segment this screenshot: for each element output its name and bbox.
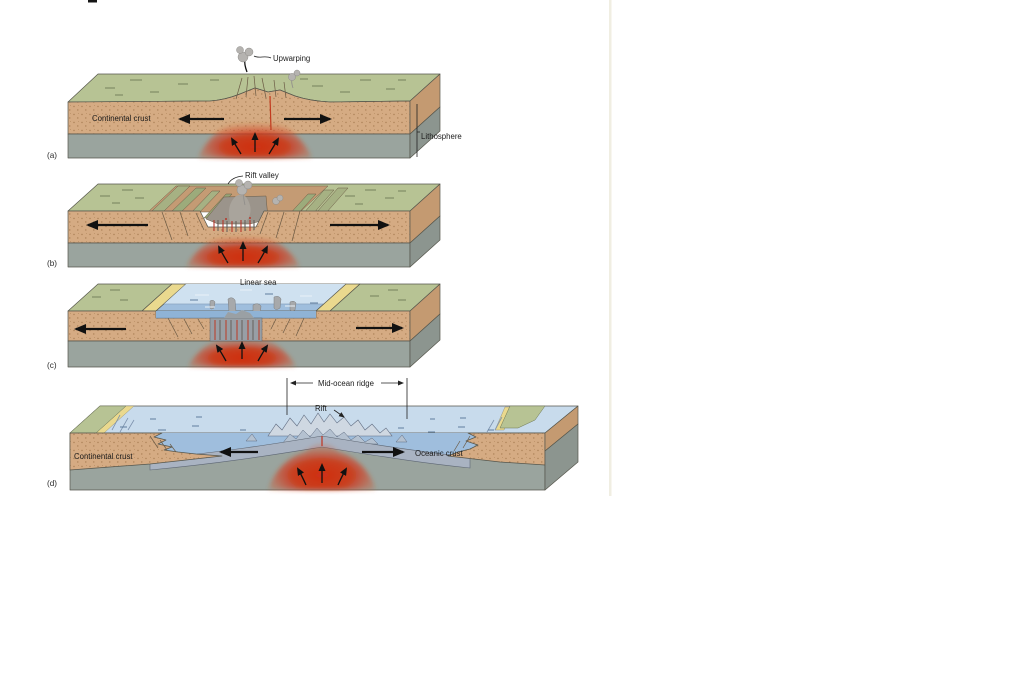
upwarping-label: Upwarping	[273, 54, 310, 63]
dike-injections-b	[213, 220, 255, 232]
page-edge-line	[609, 0, 612, 496]
magma-arrows-a	[231, 132, 279, 155]
rift-valley-leader	[227, 175, 244, 185]
panel-d: Mid-ocean ridge Rift Continental crust O…	[47, 378, 579, 491]
panel-b: Rift valley (b)	[47, 171, 441, 268]
water-front-band-d	[140, 433, 480, 459]
side-mantle-c	[409, 313, 441, 368]
oceanic-crust-band	[149, 435, 471, 471]
lithosphere-label: Lithosphere	[421, 132, 462, 141]
top-edge-mark	[88, 0, 97, 3]
vegetation-marks-c	[92, 289, 406, 301]
upwarping-leader	[253, 55, 272, 59]
continental-block-left-d	[69, 432, 223, 471]
land-right-d	[499, 405, 546, 429]
panel-c: Linear sea (c)	[47, 278, 441, 370]
continental-crust-label-a: Continental crust	[92, 114, 151, 123]
magma-crack-a	[269, 95, 272, 131]
volcanic-plume-icon-a1	[236, 46, 254, 73]
magma-arrows-c	[215, 341, 269, 362]
stage-tag-a: (a)	[47, 151, 57, 160]
lava-speck	[249, 217, 251, 219]
rift-valley-label: Rift valley	[245, 171, 279, 180]
stage-tag-c: (c)	[47, 361, 57, 370]
sea-surface-back-band-c	[164, 284, 346, 304]
continental-crust-label-d: Continental crust	[74, 452, 133, 461]
volcanic-plume-icon-a2	[288, 69, 301, 89]
vegetation-marks-a	[105, 78, 406, 96]
lava-speck	[225, 218, 227, 220]
stage-tag-b: (b)	[47, 259, 57, 268]
panel-a: Upwarping Continental crust Lithosphere …	[47, 46, 462, 160]
continental-block-right-d	[447, 432, 546, 466]
vegetation-marks-b	[100, 189, 406, 205]
side-mantle-a	[409, 106, 441, 159]
fault-lines-a	[235, 75, 287, 100]
linear-sea-label: Linear sea	[240, 278, 277, 287]
oceanic-crust-label: Oceanic crust	[415, 449, 463, 458]
ridge-span-ticks	[286, 378, 408, 419]
magma-arrows-d	[297, 463, 347, 486]
side-mantle-d	[544, 423, 579, 491]
lithosphere-bracket	[416, 104, 420, 157]
magma-arrows-b	[218, 241, 268, 264]
rift-label: Rift	[315, 404, 328, 413]
fault-lines-c	[167, 317, 305, 338]
water-dashes-c	[190, 293, 318, 304]
dike-zone-c	[209, 310, 263, 342]
fault-lines-b	[161, 210, 301, 242]
side-mantle-b	[409, 215, 441, 268]
rift-leader	[333, 409, 345, 418]
water-streaks-c	[195, 289, 312, 308]
volcanic-deposit-b	[228, 194, 251, 222]
stage-tag-d: (d)	[47, 479, 57, 488]
mid-ocean-ridge-label: Mid-ocean ridge	[318, 379, 374, 388]
slope-scarps-d	[111, 414, 503, 433]
volcanic-plume-icon-b2	[272, 194, 284, 205]
fault-lines-d	[149, 435, 471, 453]
volcanic-plume-icon-b1	[235, 179, 253, 206]
